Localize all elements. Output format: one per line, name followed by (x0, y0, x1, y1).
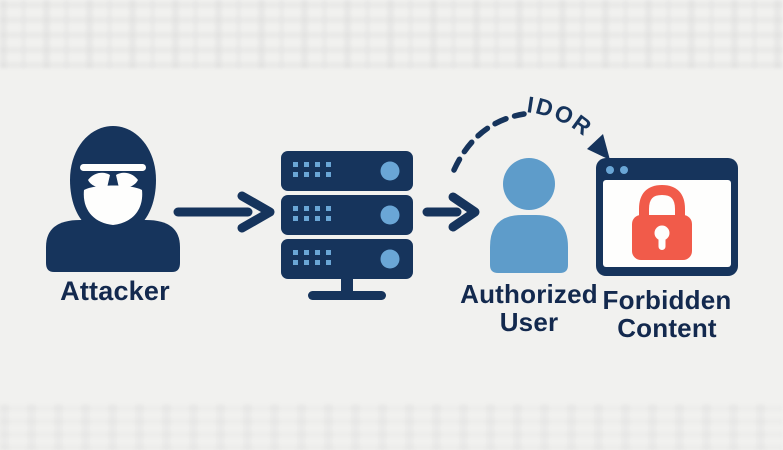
forbidden-content-label-line2: Content (617, 312, 717, 343)
background-texture-bottom (0, 404, 783, 450)
server-stand-base (308, 291, 386, 300)
authorized-user-label: Authorized User (448, 279, 610, 337)
forbidden-content-label: Forbidden Content (588, 285, 746, 343)
browser-dot-2 (620, 166, 628, 174)
dashed-curve (451, 111, 527, 173)
forbidden-content-label-line1: Forbidden (602, 285, 732, 315)
hooded-attacker-icon (46, 126, 180, 272)
background-texture-top (0, 0, 783, 68)
server-led-dots-1 (293, 161, 400, 181)
idor-label: IDOR (525, 91, 597, 141)
arc-arrowhead-icon (587, 134, 610, 160)
attacker-label: Attacker (35, 277, 195, 306)
idor-dashed-arc-icon: IDOR (451, 91, 610, 173)
browser-locked-icon (596, 158, 738, 276)
server-led-dots-3 (293, 249, 400, 269)
arrow-attacker-to-server-icon (173, 191, 275, 233)
attacker-label-text: Attacker (60, 276, 170, 306)
browser-dot-1 (606, 166, 614, 174)
authorized-user-label-line1: Authorized (460, 279, 598, 309)
user-icon (490, 158, 568, 273)
arrow-server-to-user-icon (422, 192, 480, 232)
server-led-dots-2 (293, 205, 400, 225)
lock-icon (632, 184, 692, 260)
authorized-user-label-line2: User (499, 306, 559, 337)
server-stack-icon (281, 151, 413, 300)
